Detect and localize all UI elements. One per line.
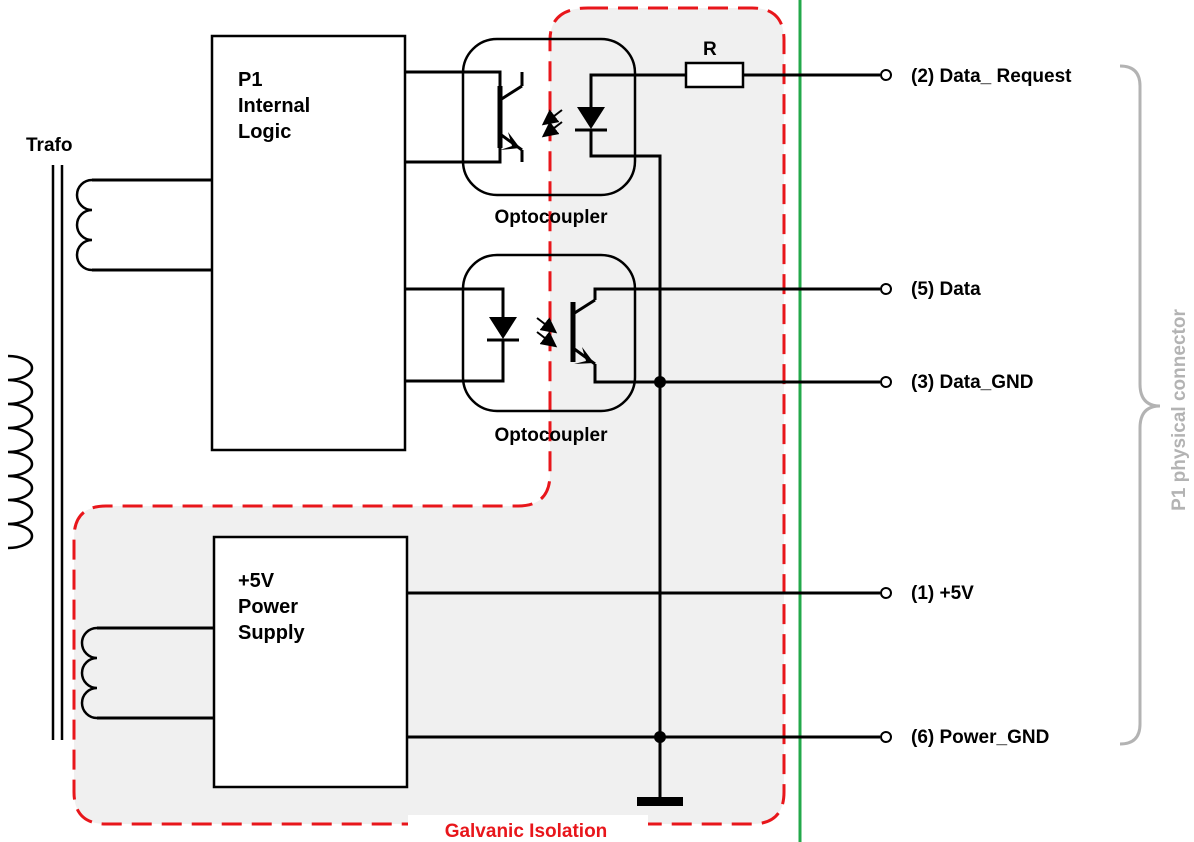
pin-label: (6) Power_GND bbox=[911, 727, 1049, 748]
psu-label-line1: +5V bbox=[238, 570, 275, 592]
optocoupler-bottom-label: Optocoupler bbox=[495, 425, 609, 446]
pin-label: (2) Data_ Request bbox=[911, 66, 1072, 87]
pin-label: (1) +5V bbox=[911, 583, 974, 604]
internal-logic-block bbox=[210, 34, 407, 452]
pin-terminals bbox=[880, 69, 892, 743]
logic-label-line2: Internal bbox=[238, 95, 310, 117]
isolation-label-bg bbox=[408, 815, 648, 842]
psu-label-line3: Supply bbox=[238, 622, 306, 644]
pin-terminal bbox=[880, 376, 892, 388]
optocoupler-top bbox=[405, 37, 686, 382]
connector-brace bbox=[1119, 64, 1161, 746]
pin-terminal bbox=[880, 69, 892, 81]
logic-label-line1: P1 bbox=[238, 69, 262, 91]
pin-label: (3) Data_GND bbox=[911, 372, 1033, 393]
pin-label: (5) Data bbox=[911, 279, 981, 300]
power-supply-block bbox=[212, 535, 409, 789]
pin-terminal bbox=[880, 283, 892, 295]
connector-label: P1 physical connector bbox=[1169, 309, 1190, 511]
transformer bbox=[7, 165, 214, 740]
trafo-label: Trafo bbox=[26, 135, 72, 156]
galvanic-isolation-region bbox=[72, 6, 786, 826]
optocoupler-top-label: Optocoupler bbox=[495, 207, 609, 228]
pin-terminal bbox=[880, 731, 892, 743]
resistor-label: R bbox=[703, 39, 717, 60]
logic-label-line3: Logic bbox=[238, 121, 291, 143]
resistor bbox=[684, 61, 745, 89]
ground-symbol bbox=[637, 797, 683, 806]
optocoupler-bottom bbox=[405, 253, 880, 413]
galvanic-isolation-label: Galvanic Isolation bbox=[445, 821, 608, 842]
pin-terminal bbox=[880, 587, 892, 599]
psu-label-line2: Power bbox=[238, 596, 298, 618]
